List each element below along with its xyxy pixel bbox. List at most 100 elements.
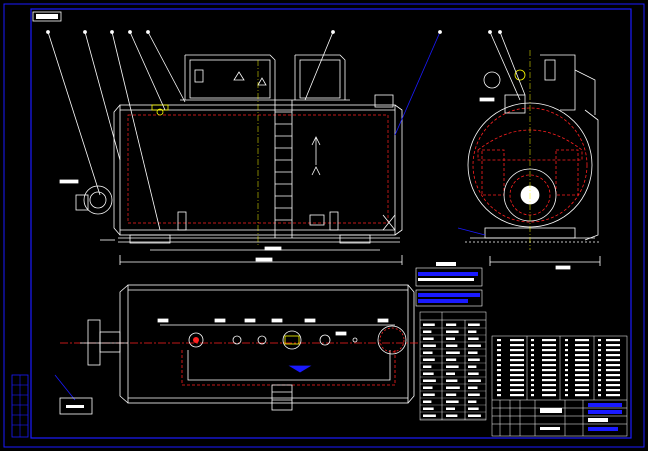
parts-cell [575, 394, 589, 397]
spec-cell [468, 379, 481, 382]
parts-cell [531, 364, 534, 367]
parts-cell [575, 379, 589, 382]
spec-cell [468, 393, 480, 396]
parts-cell [575, 374, 589, 377]
parts-cell [497, 384, 501, 387]
parts-cell [606, 364, 620, 367]
parts-cell [497, 344, 501, 347]
parts-cell [531, 379, 534, 382]
parts-cell [510, 374, 524, 377]
parts-cell [575, 344, 589, 347]
parts-cell [606, 339, 620, 342]
parts-cell [598, 394, 601, 397]
parts-cell [575, 389, 589, 392]
parts-cell [598, 364, 601, 367]
parts-cell [542, 339, 556, 342]
parts-cell [598, 374, 601, 377]
parts-cell [542, 364, 556, 367]
spec-cell [446, 379, 458, 382]
parts-cell [565, 364, 568, 367]
parts-cell [531, 349, 534, 352]
spec-cell [423, 407, 434, 410]
spec-cell [468, 323, 480, 326]
parts-cell [565, 384, 568, 387]
technical-notes [415, 262, 483, 307]
inner-frame [30, 8, 632, 439]
parts-cell [606, 389, 620, 392]
spec-cell [468, 407, 479, 410]
spec-table [419, 311, 487, 421]
parts-cell [565, 389, 568, 392]
spec-cell [423, 372, 434, 375]
parts-cell [542, 349, 556, 352]
spec-cell [423, 351, 433, 354]
parts-cell [497, 394, 501, 397]
parts-cell [565, 349, 568, 352]
spec-cell [468, 351, 478, 354]
spec-cell [423, 400, 432, 403]
spec-cell [446, 407, 455, 410]
parts-cell [565, 359, 568, 362]
parts-cell [606, 344, 620, 347]
parts-cell [497, 369, 501, 372]
parts-list-rows [497, 339, 620, 397]
spec-cell [446, 358, 457, 361]
spec-cell [468, 330, 477, 333]
spec-cell [446, 372, 455, 375]
parts-cell [497, 349, 501, 352]
parts-cell [497, 379, 501, 382]
parts-cell [575, 359, 589, 362]
spec-cell [468, 337, 479, 340]
spec-cell [423, 414, 436, 417]
parts-cell [542, 369, 556, 372]
parts-cell [565, 339, 568, 342]
spec-cell [468, 344, 481, 347]
parts-cell [510, 359, 524, 362]
parts-cell [606, 369, 620, 372]
spec-cell [468, 414, 481, 417]
parts-cell [575, 364, 589, 367]
parts-cell [565, 394, 568, 397]
parts-cell [542, 359, 556, 362]
spec-cell [446, 323, 457, 326]
parts-cell [510, 344, 524, 347]
spec-cell [446, 351, 460, 354]
parts-cell [542, 374, 556, 377]
parts-cell [565, 379, 568, 382]
spec-cell [423, 365, 432, 368]
parts-cell [606, 379, 620, 382]
spec-cell [423, 379, 436, 382]
parts-cell [542, 354, 556, 357]
parts-cell [575, 354, 589, 357]
parts-cell [531, 384, 534, 387]
parts-cell [510, 379, 524, 382]
spec-cell [423, 393, 435, 396]
parts-cell [606, 384, 620, 387]
title-tag-topleft [32, 11, 62, 22]
parts-cell [565, 344, 568, 347]
parts-cell [531, 389, 534, 392]
parts-cell [510, 369, 524, 372]
parts-cell [531, 374, 534, 377]
spec-cell [446, 393, 457, 396]
parts-cell [542, 389, 556, 392]
spec-cell [423, 344, 436, 347]
parts-cell [598, 354, 601, 357]
parts-cell [598, 349, 601, 352]
spec-cell [446, 414, 458, 417]
parts-cell [531, 339, 534, 342]
parts-cell [575, 369, 589, 372]
parts-cell [565, 369, 568, 372]
parts-cell [598, 339, 601, 342]
spec-cell [468, 400, 477, 403]
spec-cell [423, 323, 435, 326]
spec-table-rows [420, 323, 486, 420]
parts-cell [598, 379, 601, 382]
parts-cell [565, 354, 568, 357]
parts-cell [531, 354, 534, 357]
parts-cell [598, 344, 601, 347]
parts-cell [531, 369, 534, 372]
spec-cell [446, 400, 459, 403]
parts-cell [531, 344, 534, 347]
